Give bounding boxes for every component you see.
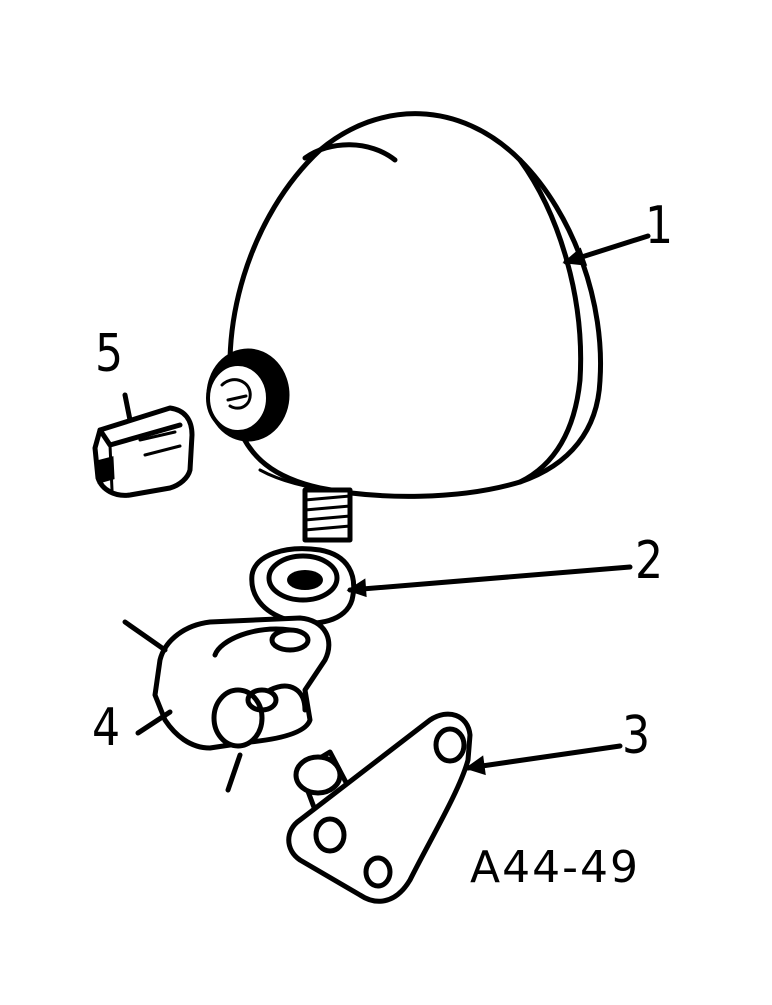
leader-line-5: [122, 392, 133, 423]
threaded-stud: [302, 487, 353, 543]
callout-number-5: 5: [95, 324, 124, 384]
washer: [249, 546, 357, 626]
leader-lines: [122, 233, 651, 793]
figure-code: A44-49: [470, 842, 640, 893]
callout-number-3: 3: [622, 706, 651, 766]
leader-line-2: [347, 564, 633, 593]
mounting-bracket: [286, 711, 473, 904]
lamp-housing: [227, 111, 604, 499]
callout-number-4: 4: [92, 698, 121, 758]
connector: [92, 405, 195, 498]
callout-number-1: 1: [645, 196, 674, 256]
leader-line-4c: [225, 752, 243, 793]
leader-line-4: [135, 709, 173, 736]
leader-line-4b: [122, 619, 168, 653]
callout-number-2: 2: [635, 531, 664, 591]
swivel-bracket: [152, 615, 332, 751]
leader-line-3: [465, 743, 623, 771]
adjuster-knob: [206, 348, 290, 442]
